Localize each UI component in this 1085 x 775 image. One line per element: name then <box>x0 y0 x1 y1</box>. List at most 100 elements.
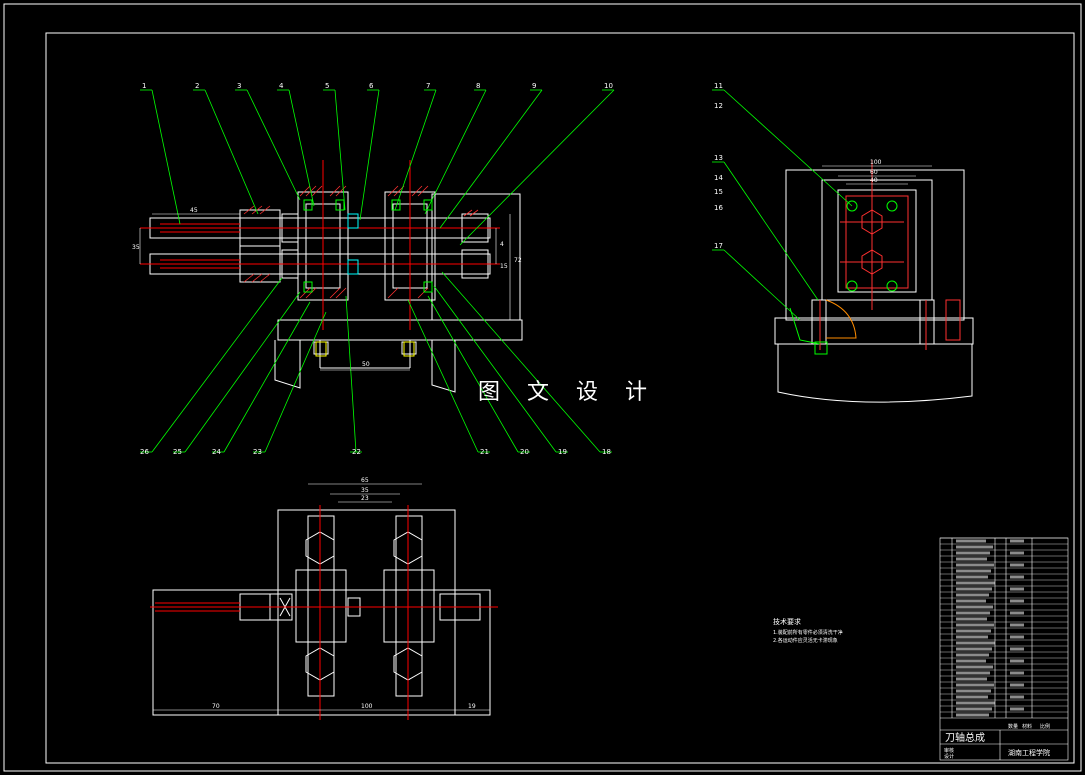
balloon-9: 9 <box>532 82 536 90</box>
bom-cell-mark <box>956 701 995 705</box>
tech-line-1: 1.装配前所有零件必须清洗干净 <box>773 629 843 636</box>
dim-front-left: 45 <box>190 207 198 214</box>
dim-front-right-c: 72 <box>514 257 522 264</box>
title-block-school: 湖南工程学院 <box>1008 748 1050 757</box>
tech-title: 技术要求 <box>773 617 801 626</box>
bom-cell-mark <box>956 611 990 615</box>
dim-plan-top-3: 23 <box>361 495 369 502</box>
bom-cell-mark <box>1010 551 1024 555</box>
bom-cell-mark <box>956 683 994 687</box>
front-dims <box>139 213 511 371</box>
bom-cell-mark <box>956 617 987 621</box>
title-label-material: 材料 <box>1022 723 1032 730</box>
balloon-22: 22 <box>352 448 361 456</box>
bom-cell-mark <box>956 575 988 579</box>
title-block-name: 刀轴总成 <box>945 731 985 744</box>
bom-cell-mark <box>956 629 991 633</box>
balloon-19: 19 <box>558 448 567 456</box>
bom-cell-mark <box>1010 707 1024 711</box>
balloon-21: 21 <box>480 448 489 456</box>
balloon-8: 8 <box>476 82 480 90</box>
bom-cell-mark <box>1010 671 1024 675</box>
bom-cell-mark <box>1010 635 1024 639</box>
front-leaders <box>140 89 615 453</box>
watermark: 图 文 设 计 <box>478 380 657 405</box>
bom-cell-mark <box>1010 623 1024 627</box>
bom-cell-mark <box>956 707 992 711</box>
dim-side-top-1: 100 <box>870 159 882 166</box>
title-label-qty: 数量 <box>1008 723 1018 730</box>
bom-cell-mark <box>956 713 989 717</box>
balloon-17: 17 <box>714 242 723 250</box>
side-balloon-labels: 11 12 13 14 15 16 17 <box>714 82 723 250</box>
balloon-18: 18 <box>602 448 611 456</box>
bom-cell-mark <box>1010 647 1024 651</box>
inner-border <box>45 32 1075 764</box>
balloon-10: 10 <box>604 82 613 90</box>
balloon-13: 13 <box>714 154 723 162</box>
bom-cell-mark <box>956 587 992 591</box>
balloon-3: 3 <box>237 82 241 90</box>
balloon-20: 20 <box>520 448 529 456</box>
bom-cell-mark <box>956 581 995 585</box>
bom-cell-mark <box>956 539 986 543</box>
outer-border <box>3 3 1082 772</box>
dim-front-right-a: 4 <box>500 241 504 248</box>
bom-cell-mark <box>956 569 991 573</box>
bom-cell-mark <box>956 659 986 663</box>
bom-cell-mark <box>1010 659 1024 663</box>
bom-cell-mark <box>1010 563 1024 567</box>
bom-cell-mark <box>1010 695 1024 699</box>
plan-dim-text: 65 35 23 70 100 19 <box>212 477 476 710</box>
tech-line-2: 2.各运动件应灵活无卡滞现象 <box>773 637 838 644</box>
bom-cell-mark <box>956 677 987 681</box>
dim-front-pitch: 35 <box>132 244 140 251</box>
dim-plan-bottom-2: 100 <box>361 703 373 710</box>
dim-front-bottom: 50 <box>362 361 370 368</box>
front-axes <box>140 160 500 330</box>
side-orange <box>825 299 857 339</box>
bom-cell-mark <box>956 623 994 627</box>
plan-view <box>152 509 491 716</box>
balloon-2: 2 <box>195 82 199 90</box>
bom-cell-mark <box>1010 539 1024 543</box>
bom-cell-mark <box>956 599 986 603</box>
balloon-1: 1 <box>142 82 146 90</box>
bom-cell-mark <box>956 551 990 555</box>
bom-cell-mark <box>1010 611 1024 615</box>
bom-rows <box>940 537 1068 713</box>
dim-side-top-3: 40 <box>870 177 878 184</box>
bom-cell-mark <box>956 635 988 639</box>
dim-plan-bottom-1: 70 <box>212 703 220 710</box>
bom-cell-mark <box>956 665 993 669</box>
bom-cell-mark <box>956 641 995 645</box>
bom-cell-mark <box>956 605 993 609</box>
side-dim-text: 100 60 40 <box>870 159 882 184</box>
side-bolts <box>789 200 898 355</box>
balloon-6: 6 <box>369 82 374 90</box>
tech-requirements: 技术要求 1.装配前所有零件必须清洗干净 2.各运动件应灵活无卡滞现象 <box>773 617 843 644</box>
side-dims <box>822 165 932 185</box>
dim-plan-bottom-3: 19 <box>468 703 476 710</box>
balloon-16: 16 <box>714 204 723 212</box>
side-hatch <box>819 160 961 350</box>
balloon-5: 5 <box>325 82 329 90</box>
title-block-text: 刀轴总成 湖南工程学院 审核 设计 比例 数量 材料 <box>944 723 1050 760</box>
bom-cell-mark <box>956 593 989 597</box>
balloon-4: 4 <box>279 82 284 90</box>
balloon-25: 25 <box>173 448 182 456</box>
side-view <box>774 169 974 403</box>
balloon-15: 15 <box>714 188 723 196</box>
title-label-review: 审核 <box>944 747 954 754</box>
balloon-24: 24 <box>212 448 221 456</box>
bom-cell-mark <box>956 653 989 657</box>
dim-plan-top-1: 65 <box>361 477 369 484</box>
bom-cell-mark <box>1010 683 1024 687</box>
balloon-14: 14 <box>714 174 723 182</box>
balloon-12: 12 <box>714 102 723 110</box>
bom-cell-mark <box>956 671 990 675</box>
balloon-7: 7 <box>426 82 430 90</box>
bom-cell-mark <box>956 563 994 567</box>
bom-cell-mark <box>956 647 992 651</box>
